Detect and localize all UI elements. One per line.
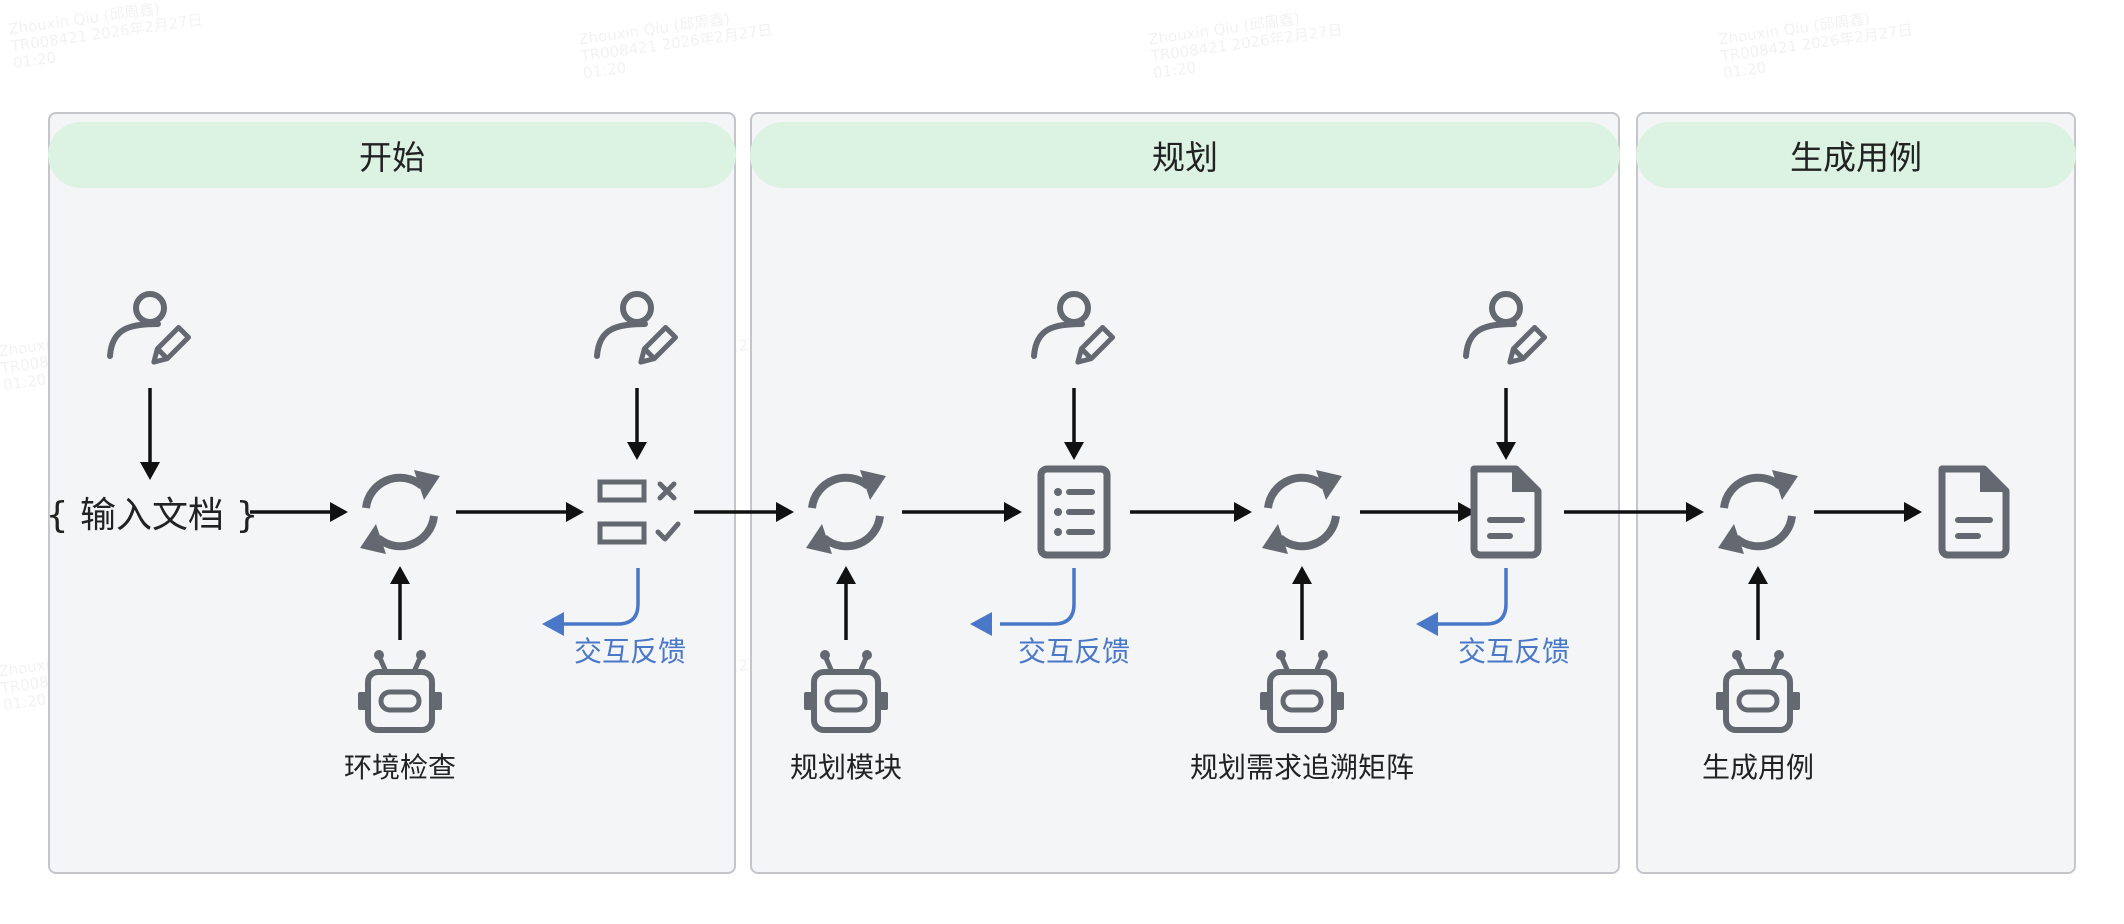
feedback-label: 交互反馈 <box>1457 635 1571 668</box>
user-edit-icon <box>1034 294 1113 367</box>
robot-icon <box>804 650 888 730</box>
user-edit-icon <box>110 294 189 367</box>
agent-label-generate-cases: 生成用例 <box>1701 751 1815 784</box>
robot-icon <box>1260 650 1344 730</box>
phase-start: 开始 <box>48 112 736 874</box>
feedback-label: 交互反馈 <box>573 635 687 668</box>
document-icon <box>1474 469 1538 555</box>
agent-label-env-check: 环境检查 <box>343 751 457 784</box>
refresh-cycle-icon <box>806 470 886 554</box>
phase-planning-header: 规划 <box>750 122 1620 188</box>
list-document-icon <box>1041 469 1107 555</box>
robot-icon <box>358 650 442 730</box>
refresh-cycle-icon <box>360 470 440 554</box>
agent-label-planning-module: 规划模块 <box>789 751 903 784</box>
refresh-cycle-icon <box>1718 470 1798 554</box>
agent-label-traceability-matrix: 规划需求追溯矩阵 <box>1189 751 1415 784</box>
robot-icon <box>1716 650 1800 730</box>
feedback-label: 交互反馈 <box>1017 635 1131 668</box>
document-icon <box>1942 469 2006 555</box>
refresh-cycle-icon <box>1262 470 1342 554</box>
phase-start-header: 开始 <box>48 122 736 188</box>
input-document-label: { 输入文档 } <box>45 495 259 536</box>
user-edit-icon <box>1466 294 1545 367</box>
phase-generate-header: 生成用例 <box>1636 122 2076 188</box>
user-edit-icon <box>597 294 676 367</box>
checklist-icon <box>600 482 678 542</box>
